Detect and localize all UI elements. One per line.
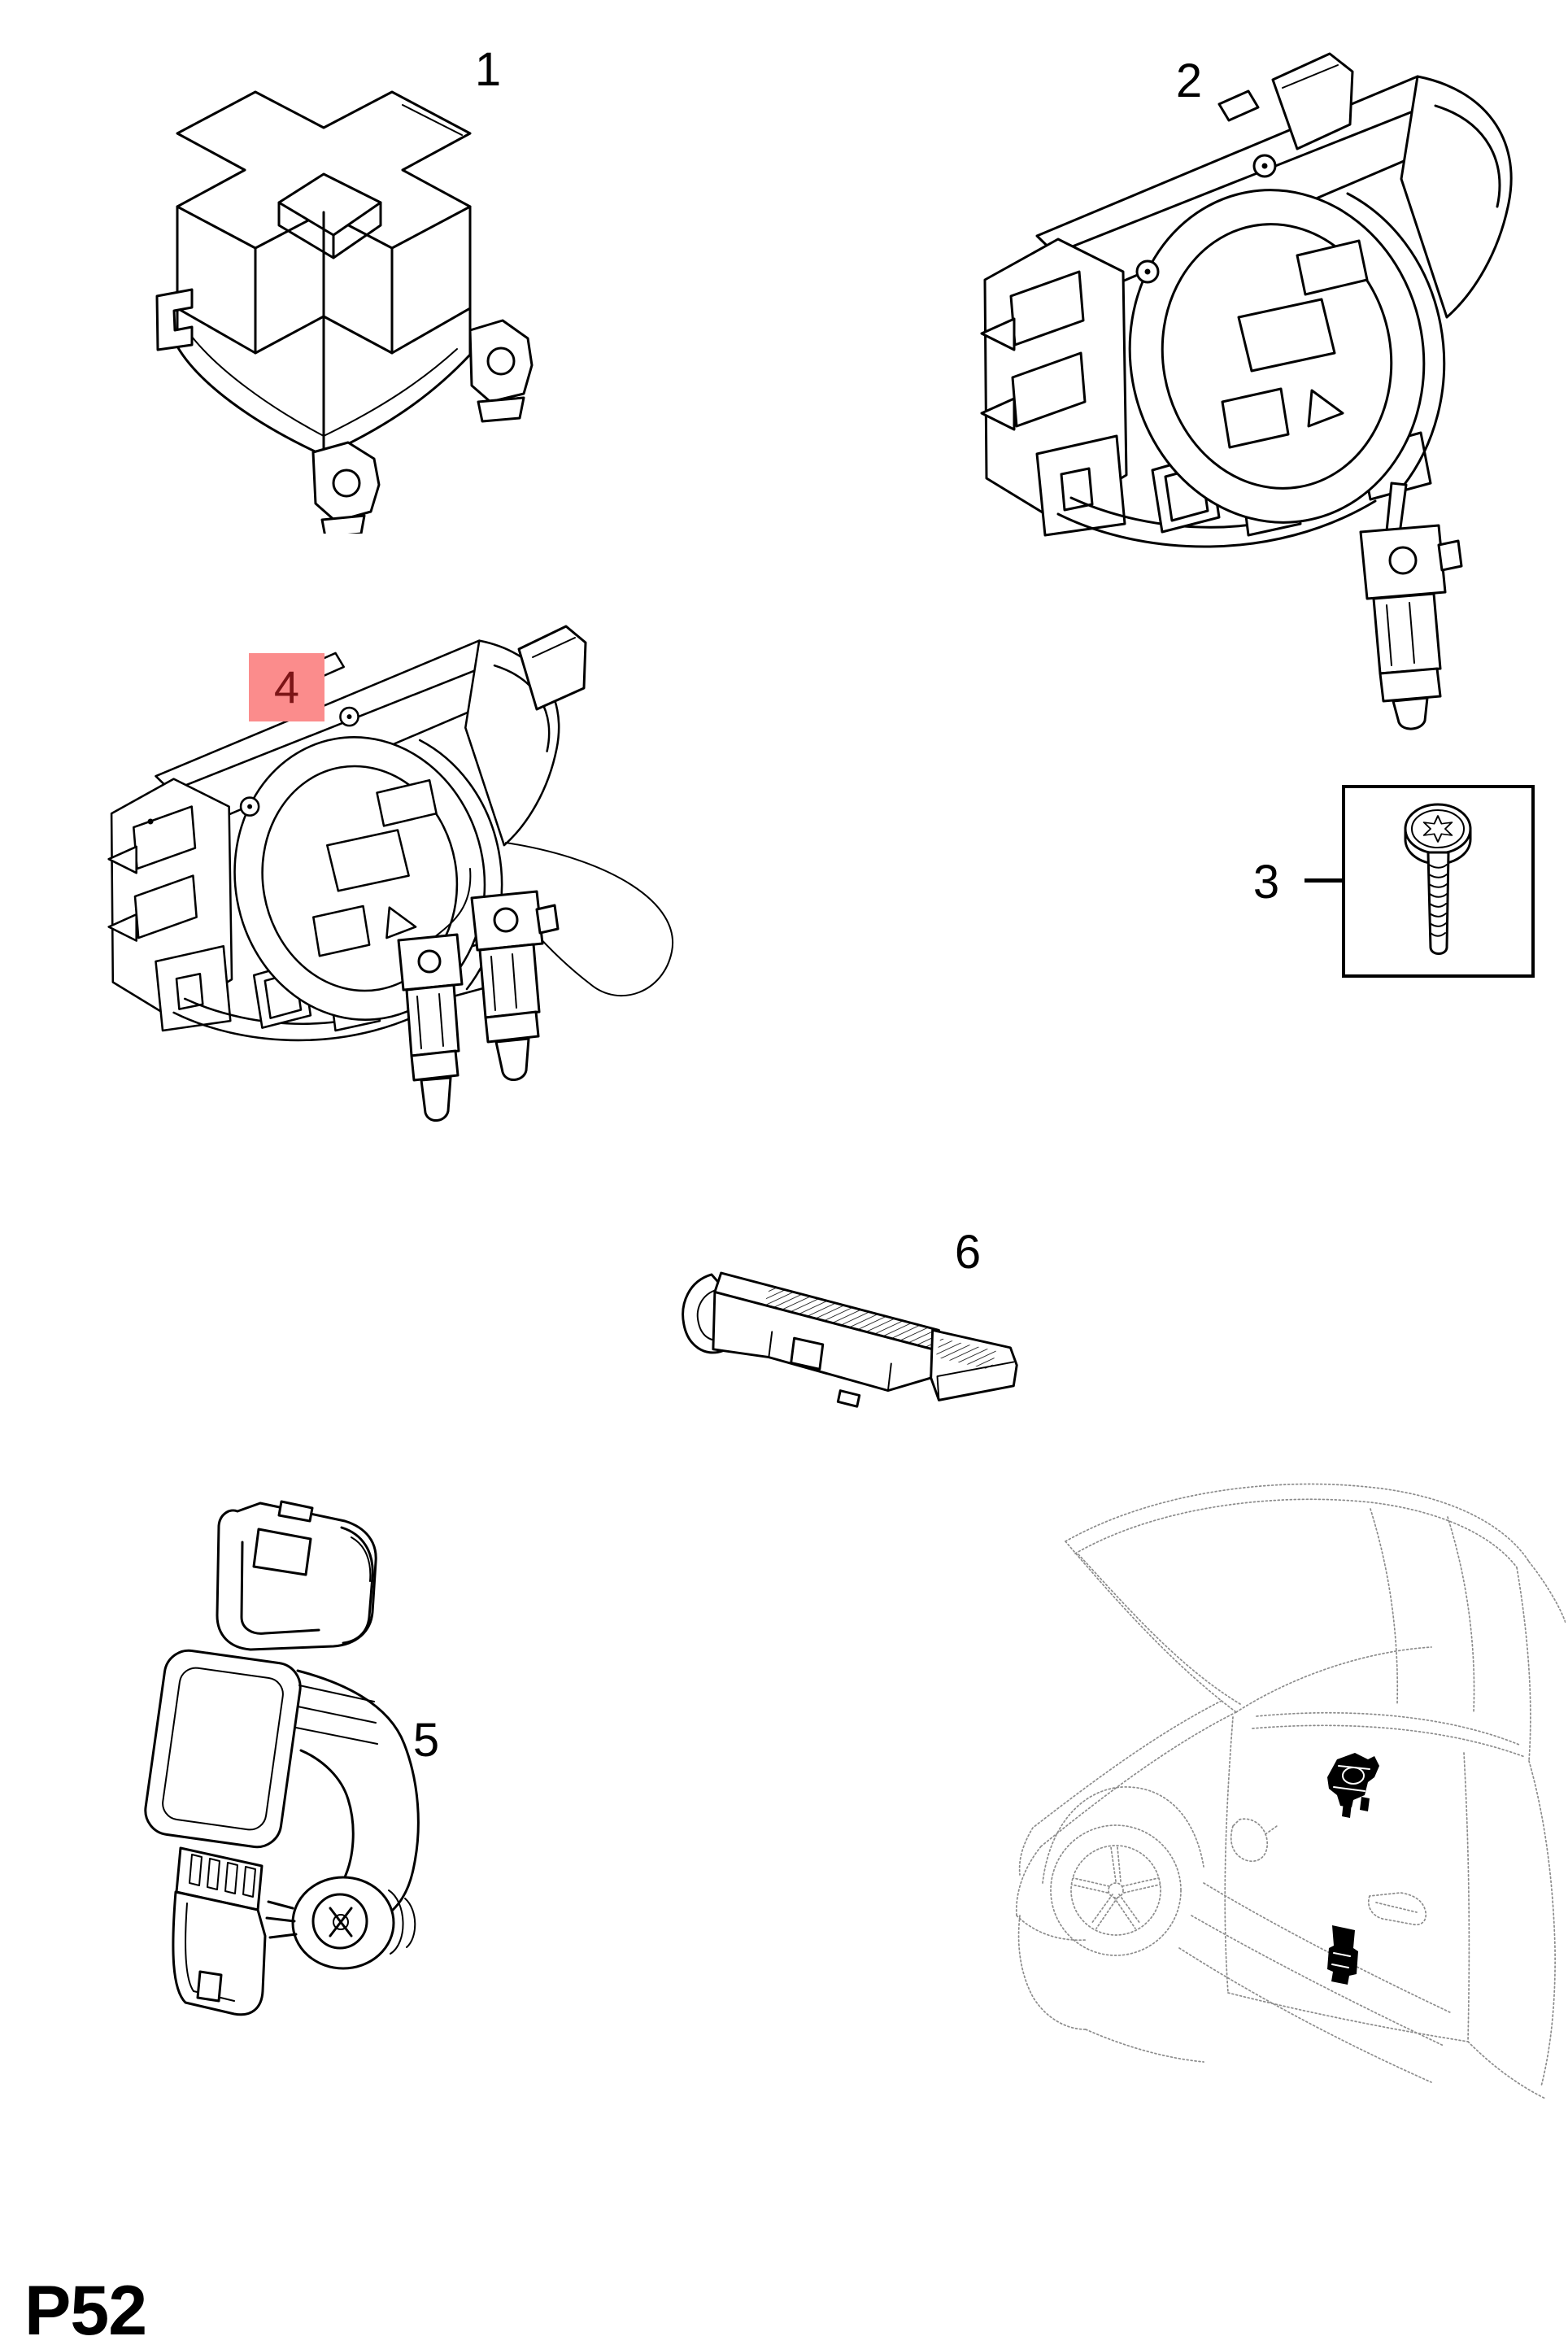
car-outline	[1015, 1483, 1566, 2099]
hanging-connector-drawing	[1359, 482, 1463, 730]
vehicle-location-drawing	[1015, 1483, 1566, 2099]
bracket-drawing	[682, 1271, 1018, 1408]
part-6-drawing	[682, 1271, 1018, 1408]
callout-3-leader-line	[1304, 878, 1342, 883]
column-module-drawing	[107, 625, 587, 1042]
callout-6[interactable]: 6	[954, 1226, 982, 1279]
callout-4-highlighted[interactable]: 4	[249, 653, 324, 721]
pigtail-connector-a-drawing	[397, 933, 464, 1122]
page-code: P52	[24, 2272, 147, 2345]
torx-screw-drawing	[1404, 803, 1472, 955]
pigtail-connector-b-drawing	[470, 890, 560, 1081]
callout-3[interactable]: 3	[1252, 856, 1280, 909]
part-4-drawing	[107, 625, 674, 1122]
part-5-drawing	[144, 1500, 420, 2016]
part-2-drawing	[980, 52, 1513, 730]
callout-5[interactable]: 5	[412, 1714, 440, 1767]
door-sensor-location-marker	[1327, 1925, 1358, 1985]
clock-spring-location-marker	[1327, 1753, 1379, 1818]
column-module-drawing	[980, 52, 1513, 548]
callout-1[interactable]: 1	[474, 43, 502, 96]
module-cover-drawing	[155, 90, 534, 534]
part-3-drawing	[1404, 803, 1472, 955]
sensor-drawing	[144, 1500, 420, 2016]
callout-2[interactable]: 2	[1175, 54, 1203, 107]
part-3-box	[1342, 785, 1535, 978]
part-1-drawing	[155, 90, 534, 534]
